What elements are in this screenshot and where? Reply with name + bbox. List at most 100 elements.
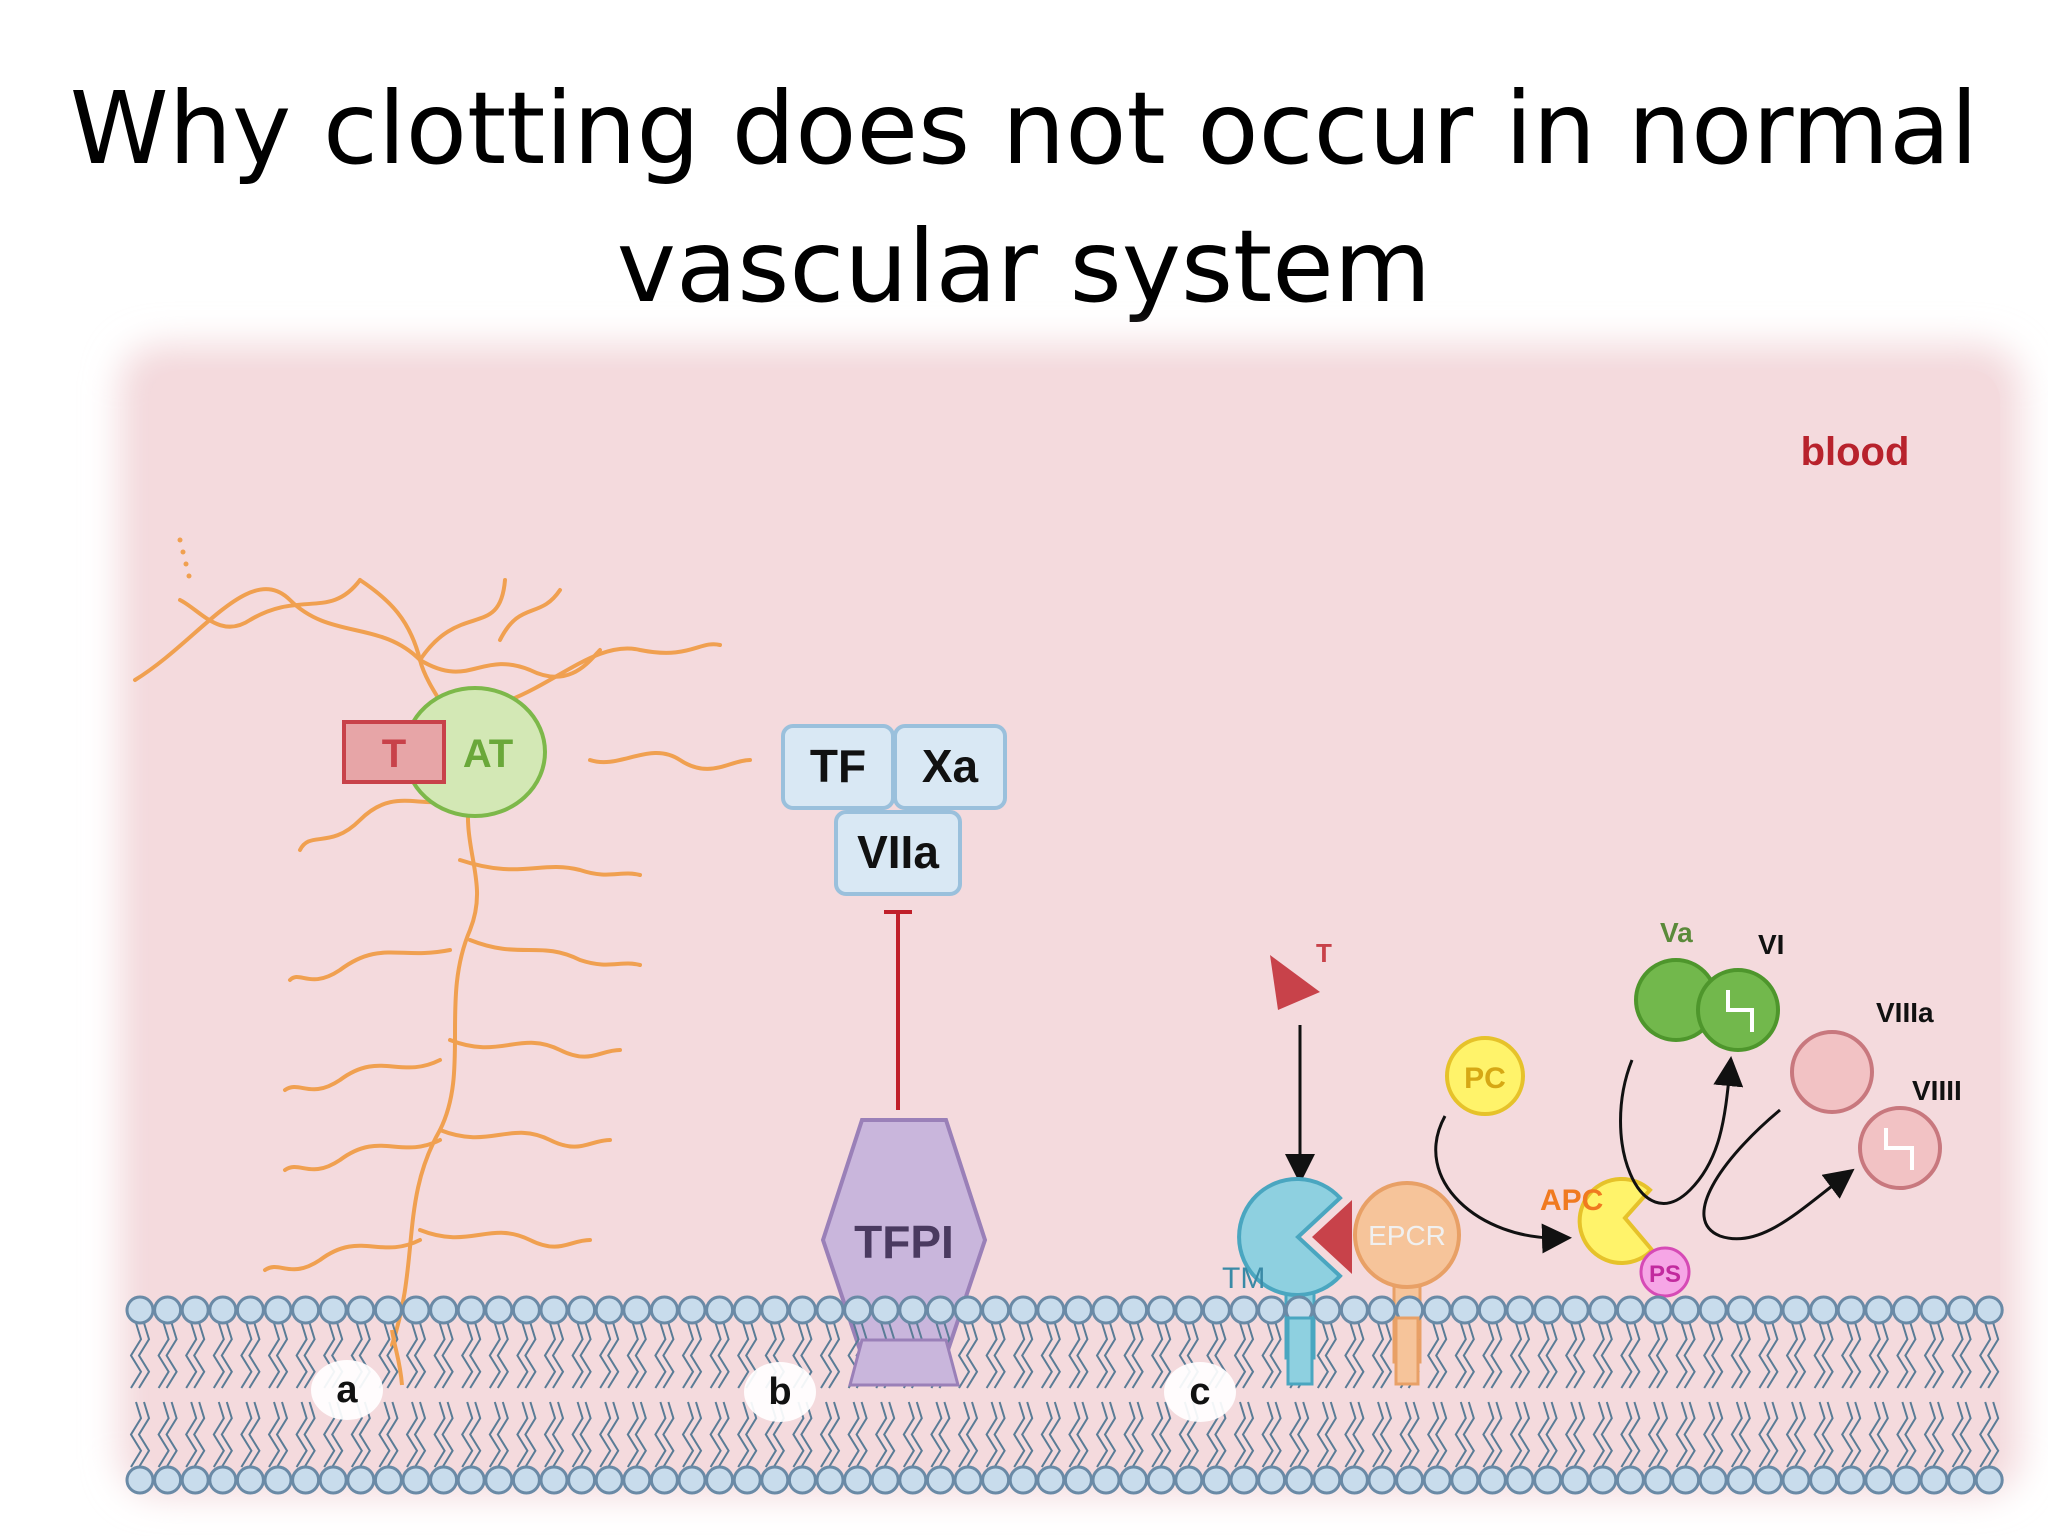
lipid-head xyxy=(180,1465,210,1495)
panel-label-a: a xyxy=(311,1360,383,1420)
lipid-tail xyxy=(599,1322,612,1389)
lipid-tail xyxy=(1159,1322,1172,1389)
lipid-tail xyxy=(1021,1401,1034,1468)
lipid-head xyxy=(1919,1465,1949,1495)
lipid-tail xyxy=(1655,1401,1669,1468)
lipid-head xyxy=(1505,1465,1535,1495)
lipid-tail xyxy=(1151,1401,1164,1468)
lipid-head xyxy=(1698,1295,1728,1325)
lipid-tail xyxy=(1233,1401,1247,1468)
lipid-head xyxy=(1974,1465,2004,1495)
lipid-head xyxy=(567,1295,597,1325)
lipid-tail xyxy=(1793,1401,1807,1468)
lipid-head xyxy=(1781,1465,1811,1495)
lipid-tail xyxy=(607,1322,620,1389)
lipid-tail xyxy=(267,1322,281,1389)
lipid-tail xyxy=(579,1401,592,1468)
lipid-tail xyxy=(1565,1322,1578,1389)
lipid-tail xyxy=(1352,1322,1365,1389)
lipid-tail xyxy=(1931,1401,1945,1468)
thrombin-box xyxy=(342,720,446,784)
lipid-tail xyxy=(1758,1401,1771,1468)
lipid-tail xyxy=(295,1322,308,1389)
lipid-tail xyxy=(543,1401,557,1468)
lipid-head xyxy=(1063,1465,1093,1495)
lipid-head xyxy=(787,1465,817,1495)
lipid-tail xyxy=(1399,1401,1412,1468)
lipid-head xyxy=(1947,1295,1977,1325)
lipid-head xyxy=(235,1295,265,1325)
lipid-tail xyxy=(985,1401,998,1468)
lipid-tail xyxy=(441,1322,454,1389)
lipid-tail xyxy=(1785,1322,1799,1389)
lipid-head xyxy=(815,1295,845,1325)
lipid-tail xyxy=(295,1401,308,1468)
lipid-tail xyxy=(1344,1322,1357,1389)
lipid-tail xyxy=(1841,1401,1854,1468)
lipid-tail xyxy=(709,1322,722,1389)
lipid-head xyxy=(235,1465,265,1495)
lipid-head xyxy=(263,1465,293,1495)
lipid-tail xyxy=(875,1401,888,1468)
lipid-tail xyxy=(1683,1322,1696,1389)
lipid-tail xyxy=(1545,1322,1558,1389)
lipid-tail xyxy=(1959,1401,1972,1468)
lipid-tail xyxy=(1703,1401,1716,1468)
lipid-head xyxy=(1477,1295,1507,1325)
title-line-1: Why clotting does not occur in normal xyxy=(69,70,1979,187)
lipid-tail xyxy=(1048,1322,1061,1389)
lipid-tail xyxy=(1427,1401,1440,1468)
lipid-tail xyxy=(1233,1322,1247,1389)
lipid-tail xyxy=(930,1401,943,1468)
lipid-head xyxy=(1864,1295,1894,1325)
lipid-head xyxy=(263,1295,293,1325)
lipid-head xyxy=(1643,1295,1673,1325)
lipid-tail xyxy=(413,1401,427,1468)
lipid-tail xyxy=(1923,1322,1937,1389)
lipid-tail xyxy=(212,1401,225,1468)
lipid-tail xyxy=(681,1322,695,1389)
lipid-head xyxy=(953,1295,983,1325)
lipid-tail xyxy=(1758,1322,1771,1389)
lipid-tail xyxy=(461,1401,474,1468)
glycocalyx-dotted-end xyxy=(177,537,192,579)
lipid-tail xyxy=(1876,1401,1889,1468)
lipid-tail xyxy=(1573,1322,1586,1389)
lipid-head xyxy=(401,1295,431,1325)
ps-label: PS xyxy=(1649,1261,1681,1288)
slide-title: Why clotting does not occur in normal va… xyxy=(0,60,2048,336)
lipid-head xyxy=(1836,1295,1866,1325)
lipid-tail xyxy=(1849,1401,1862,1468)
lipid-tail xyxy=(1324,1322,1337,1389)
xa-label: Xa xyxy=(922,740,979,792)
lipid-head xyxy=(180,1295,210,1325)
lipid-tail xyxy=(1647,1322,1661,1389)
lipid-tail xyxy=(985,1322,998,1389)
lipid-head xyxy=(511,1465,541,1495)
lipid-tail xyxy=(819,1322,833,1389)
lipid-tail xyxy=(1159,1401,1172,1468)
lipid-head xyxy=(1422,1465,1452,1495)
lipid-tail xyxy=(1316,1322,1329,1389)
lipid-head xyxy=(898,1295,928,1325)
lipid-tail xyxy=(137,1401,151,1468)
lipid-tail xyxy=(1407,1401,1420,1468)
lipid-tail xyxy=(1537,1401,1550,1468)
lipid-tail xyxy=(1269,1401,1282,1468)
lipid-tail xyxy=(1040,1401,1053,1468)
lipid-head xyxy=(567,1465,597,1495)
lipid-tail xyxy=(1868,1401,1881,1468)
lipid-head xyxy=(539,1295,569,1325)
lipid-head xyxy=(1809,1465,1839,1495)
lipid-head xyxy=(1533,1295,1563,1325)
lipid-head xyxy=(1229,1465,1259,1495)
lipid-tail xyxy=(1620,1322,1633,1389)
lipid-head xyxy=(1615,1465,1645,1495)
lipid-head xyxy=(953,1465,983,1495)
lipid-head xyxy=(1201,1465,1231,1495)
lipid-tail xyxy=(303,1401,316,1468)
lipid-tail xyxy=(1040,1322,1053,1389)
lipid-tail xyxy=(386,1322,399,1389)
lipid-tail xyxy=(129,1401,143,1468)
lipid-head xyxy=(484,1295,514,1325)
